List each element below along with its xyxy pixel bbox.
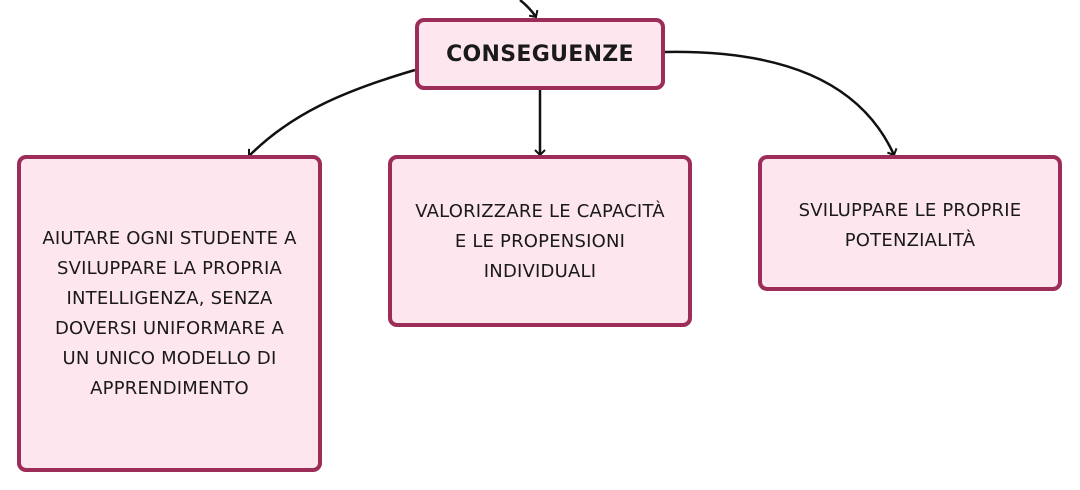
connector-to-right xyxy=(664,50,898,157)
child-node-label: SVILUPPARE LE PROPRIE POTENZIALITÀ xyxy=(798,200,1022,251)
child-node-center: VALORIZZARE LE CAPACITÀ E LE PROPENSIONI… xyxy=(388,155,692,327)
main-node: CONSEGUENZE xyxy=(415,18,665,90)
incoming-connector xyxy=(519,0,539,19)
child-node-label: AIUTARE OGNI STUDENTE A SVILUPPARE LA PR… xyxy=(42,227,297,399)
connector-to-left xyxy=(247,68,416,158)
main-node-label: CONSEGUENZE xyxy=(446,41,634,67)
child-node-label: VALORIZZARE LE CAPACITÀ E LE PROPENSIONI… xyxy=(415,201,665,282)
child-node-right: SVILUPPARE LE PROPRIE POTENZIALITÀ xyxy=(758,155,1062,291)
child-node-left: AIUTARE OGNI STUDENTE A SVILUPPARE LA PR… xyxy=(17,155,322,472)
